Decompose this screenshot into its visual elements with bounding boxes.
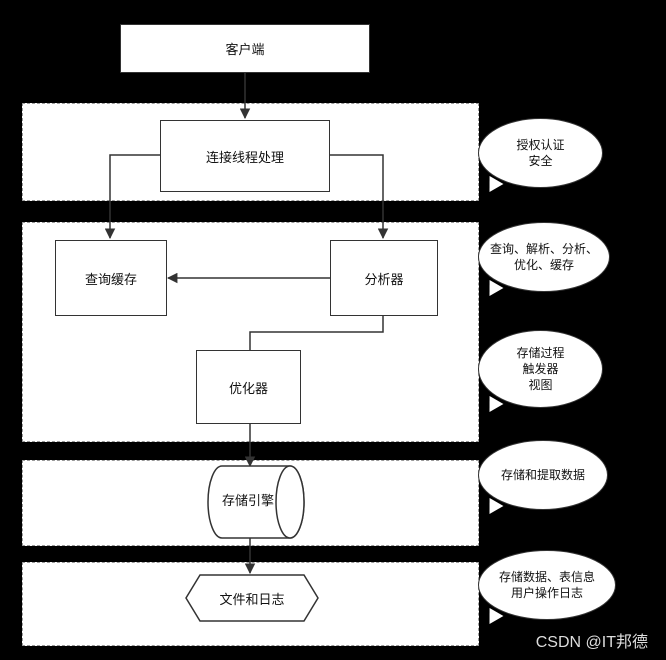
storage-retrieval-text: 存储和提取数据 <box>500 468 585 482</box>
procedures-note: 存储过程 触发器 视图 <box>478 330 603 417</box>
optimizer-node: 优化器 <box>196 350 301 424</box>
analyzer-node: 分析器 <box>330 240 438 316</box>
auth-security-text: 授权认证 安全 <box>516 138 565 168</box>
query-cache-node: 查询缓存 <box>55 240 167 316</box>
bubble-tail <box>482 175 504 197</box>
data-logs-text: 存储数据、表信息 用户操作日志 <box>498 570 595 600</box>
query-operations-note: 查询、解析、分析、 优化、缓存 <box>478 222 610 301</box>
bubble-tail <box>482 279 504 301</box>
data-logs-note: 存储数据、表信息 用户操作日志 <box>478 550 616 629</box>
query-operations-text: 查询、解析、分析、 优化、缓存 <box>489 242 598 272</box>
csdn-watermark: CSDN @IT邦德 <box>535 634 648 651</box>
bubble-tail <box>482 395 504 417</box>
storage-engine-label: 存储引擎 <box>221 494 274 509</box>
client-node: 客户端 <box>120 24 370 73</box>
bubble-tail <box>482 497 504 519</box>
bubble-tail <box>482 607 504 629</box>
procedures-text: 存储过程 触发器 视图 <box>516 346 565 392</box>
auth-security-note: 授权认证 安全 <box>478 118 603 197</box>
files-logs-label: 文件和日志 <box>219 592 285 608</box>
connection-thread-node: 连接线程处理 <box>160 120 330 192</box>
storage-retrieval-note: 存储和提取数据 <box>478 440 608 519</box>
